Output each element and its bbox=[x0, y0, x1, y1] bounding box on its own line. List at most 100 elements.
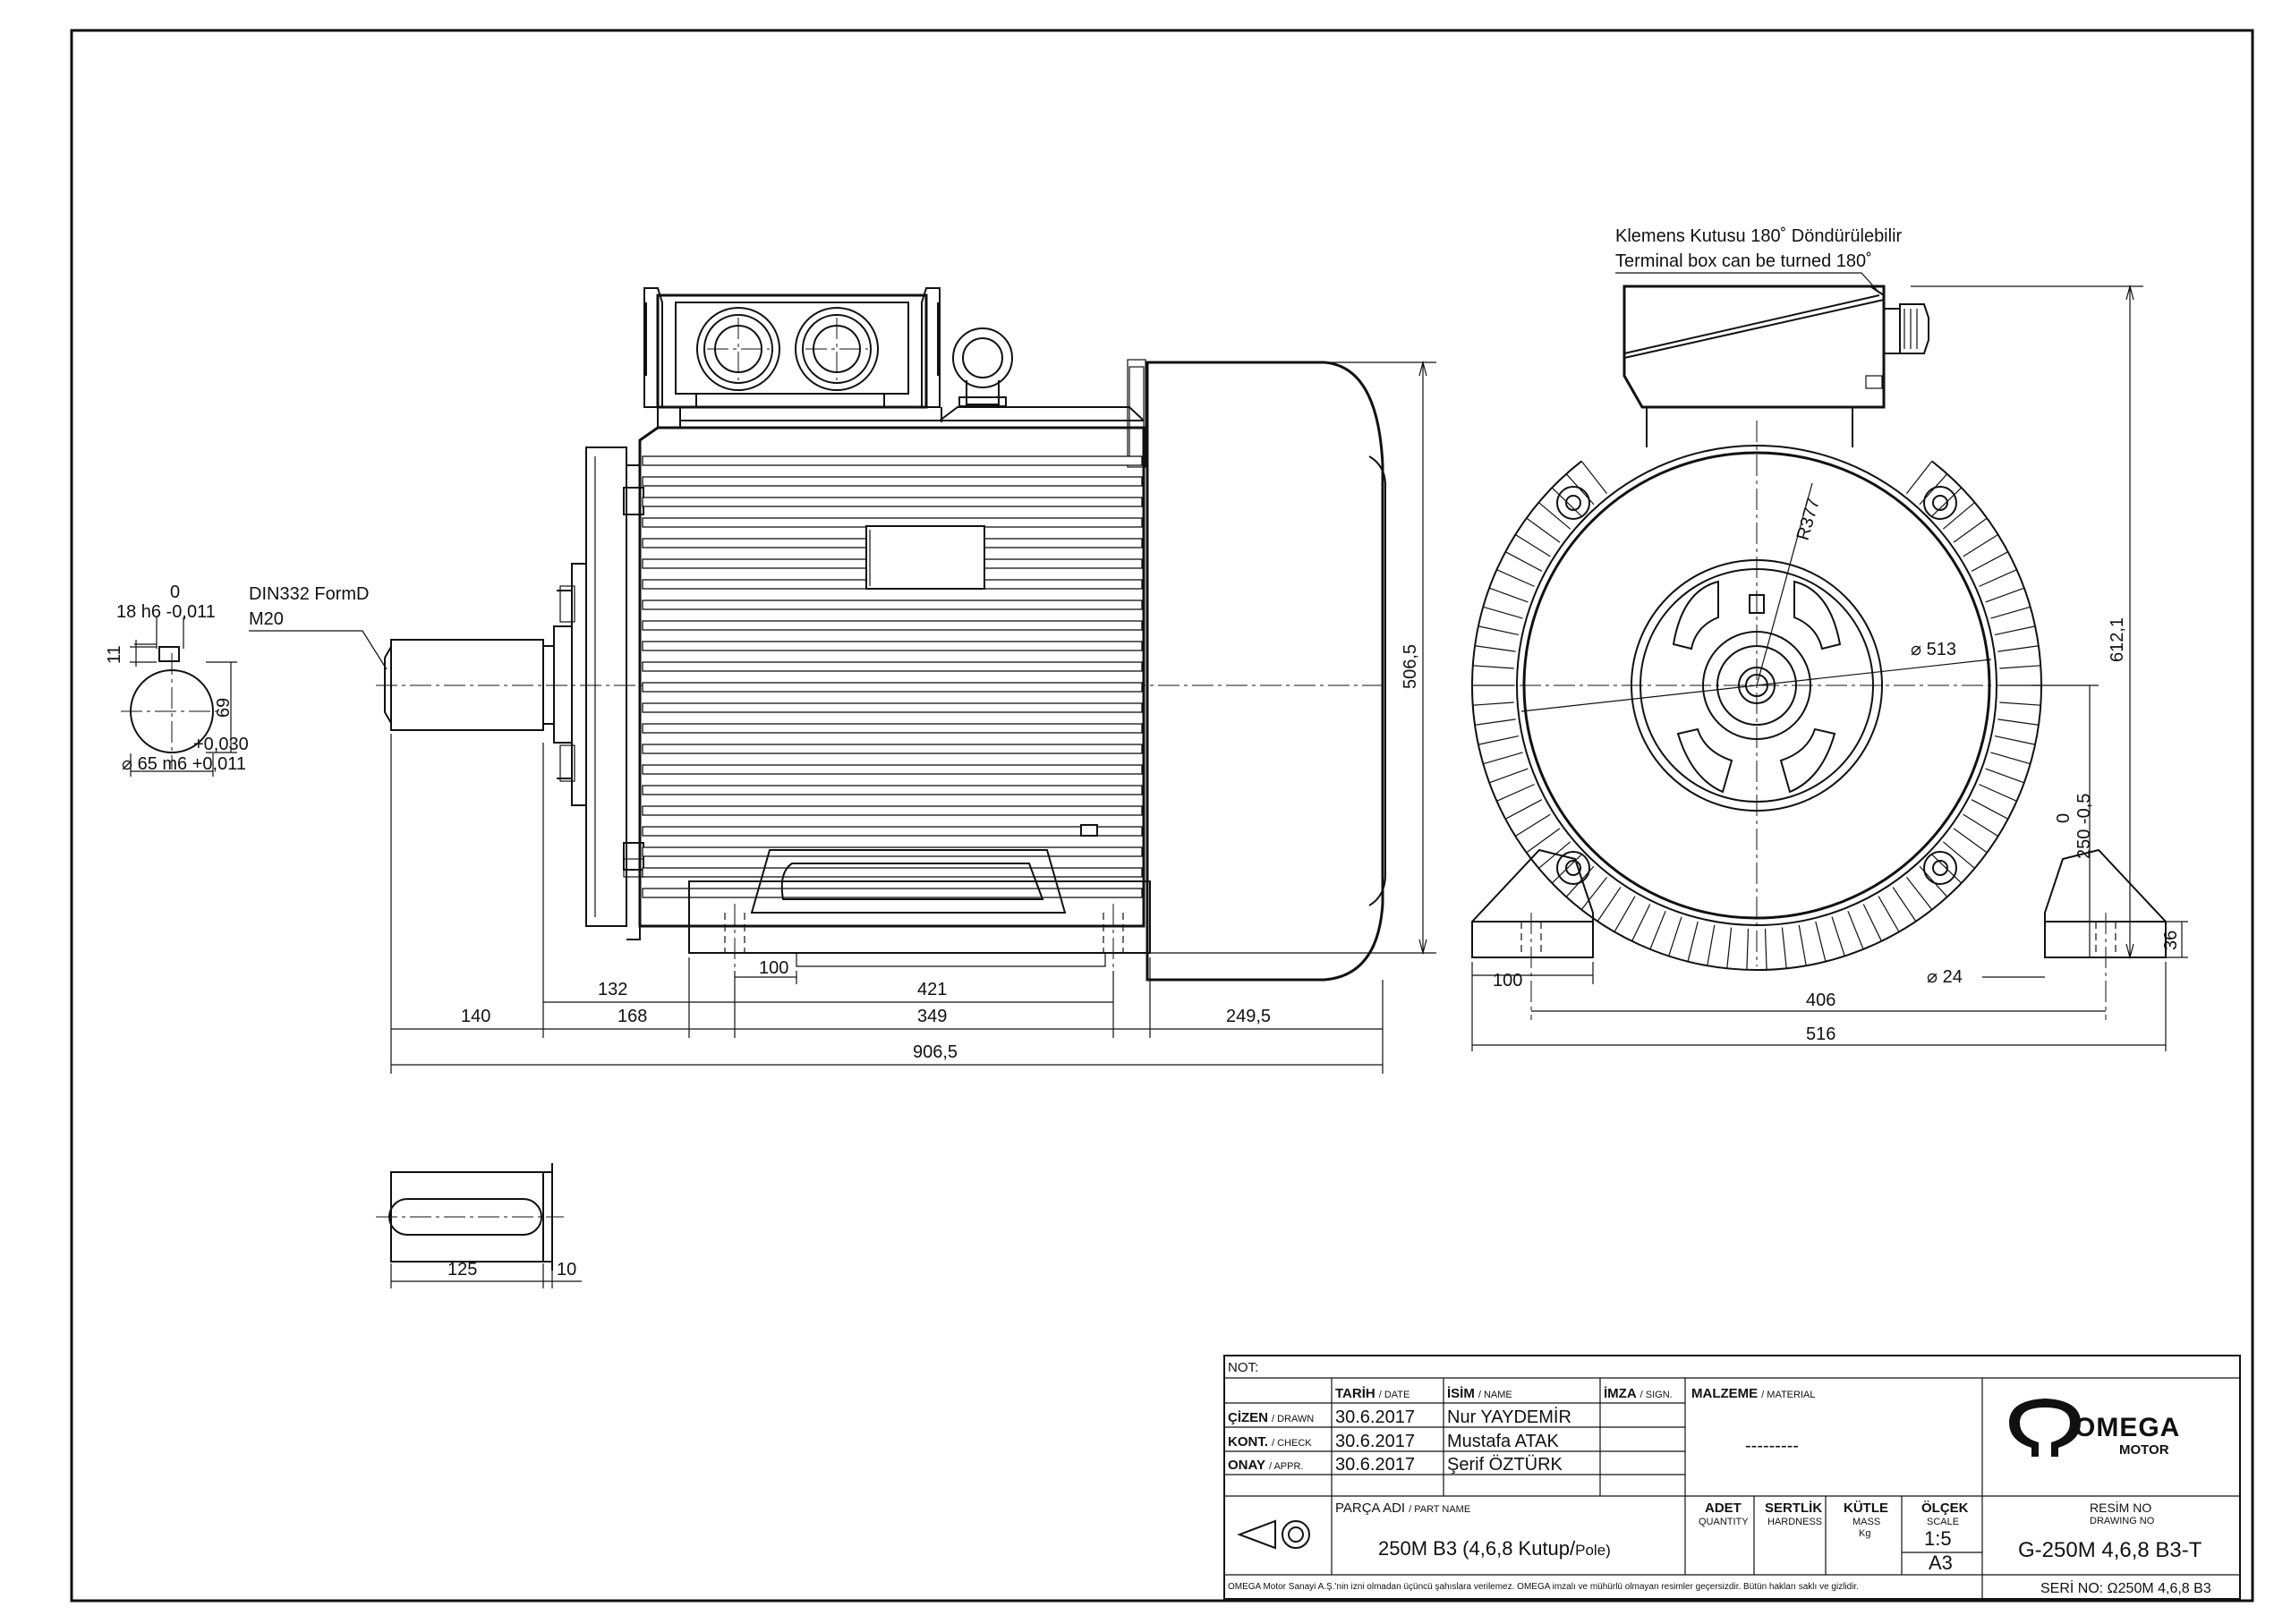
cooling-fins bbox=[642, 455, 1143, 898]
tb-part-name: 250M B3 (4,6,8 Kutup/Pole) bbox=[1378, 1537, 1611, 1560]
fin bbox=[1649, 910, 1666, 950]
tb-name-appr: Şerif ÖZTÜRK bbox=[1447, 1455, 1563, 1475]
svg-text:OMEGA: OMEGA bbox=[2074, 1413, 2180, 1442]
note-terminal-tr: Klemens Kutusu 180˚ Döndürülebilir bbox=[1615, 226, 1903, 246]
fin bbox=[1496, 569, 1535, 587]
fin bbox=[1985, 768, 2025, 784]
dim-key-width: 18 h6 -0,011 bbox=[116, 602, 216, 622]
fin bbox=[1504, 551, 1543, 572]
dim-421: 421 bbox=[917, 980, 947, 999]
dim-132: 132 bbox=[598, 980, 627, 999]
tb-date-check: 30.6.2017 bbox=[1335, 1432, 1415, 1451]
dim-612-1: 612,1 bbox=[2108, 617, 2127, 662]
fin bbox=[642, 867, 1143, 878]
tb-drawing-no: G-250M 4,6,8 B3-T bbox=[2018, 1538, 2202, 1562]
fin bbox=[1475, 645, 1516, 652]
dim-125: 125 bbox=[447, 1260, 477, 1280]
dim-d24: ⌀ 24 bbox=[1927, 967, 1963, 987]
fin bbox=[642, 497, 1143, 507]
tb-not-label: NOT: bbox=[1228, 1360, 1258, 1375]
dim-249-5: 249,5 bbox=[1226, 1007, 1271, 1026]
fin bbox=[1862, 904, 1882, 942]
dim-100-front: 100 bbox=[1493, 971, 1522, 991]
dim-shaft-height: 69 bbox=[214, 698, 234, 718]
fin bbox=[1979, 569, 2017, 587]
title-block: NOT: TARİH/ DATE İSİM/ NAME İMZA/ SIGN. … bbox=[1223, 1355, 2241, 1600]
tb-drawing-no-header: RESİM NO bbox=[2090, 1500, 2151, 1515]
tb-hardness-header-en: HARDNESS bbox=[1767, 1517, 1822, 1527]
dim-axis-tol: 0 bbox=[2054, 813, 2074, 823]
dim-506-5: 506,5 bbox=[1401, 644, 1420, 689]
fin bbox=[1764, 928, 1767, 970]
fin bbox=[1994, 735, 2036, 745]
fin bbox=[642, 764, 1143, 775]
tb-sign-header: İMZA/ SIGN. bbox=[1604, 1386, 1673, 1401]
tb-part-header: PARÇA ADI/ PART NAME bbox=[1335, 1501, 1470, 1516]
fin bbox=[1478, 625, 1520, 636]
fin bbox=[1597, 887, 1622, 922]
side-view bbox=[376, 287, 1386, 982]
projection-symbol-icon bbox=[1237, 1519, 1310, 1550]
tb-footer-note: OMEGA Motor Sanayi A.Ş.'nin izni olmadan… bbox=[1228, 1582, 1859, 1592]
bolt-bosses bbox=[1556, 486, 1957, 885]
dim-140: 140 bbox=[461, 1007, 490, 1026]
tb-scale-header: ÖLÇEK bbox=[1921, 1501, 1969, 1516]
tb-name-drawn: Nur YAYDEMİR bbox=[1447, 1407, 1571, 1427]
fan-cover bbox=[1146, 361, 1384, 982]
fin bbox=[1707, 924, 1716, 966]
side-dimensions: 100 132 421 140 168 349 249,5 906,5 506,… bbox=[249, 360, 1436, 1074]
fin bbox=[642, 620, 1143, 631]
front-fin-ring bbox=[1471, 460, 2042, 971]
terminal-box-front bbox=[1622, 285, 1929, 447]
fin bbox=[1472, 701, 1514, 706]
label-din332: DIN332 FormD bbox=[249, 584, 369, 604]
fin bbox=[1496, 784, 1535, 802]
fin bbox=[1905, 461, 1933, 495]
fin bbox=[1997, 718, 2039, 726]
tb-drawing-no-header-en: DRAWING NO bbox=[2090, 1516, 2155, 1526]
fin bbox=[1781, 927, 1787, 969]
fin bbox=[1979, 784, 2017, 802]
dim-axis-height: 250 -0,5 bbox=[2074, 794, 2094, 859]
fin bbox=[1580, 876, 1608, 910]
fin bbox=[1687, 921, 1699, 962]
fin bbox=[1847, 910, 1864, 950]
fin bbox=[1538, 502, 1571, 530]
fin bbox=[1999, 701, 2041, 706]
sheet-border bbox=[70, 29, 2254, 1603]
fin bbox=[1953, 517, 1988, 543]
fin bbox=[642, 682, 1143, 693]
fin bbox=[1515, 813, 1551, 838]
tb-date-header: TARİH/ DATE bbox=[1335, 1386, 1410, 1401]
fin bbox=[1905, 876, 1933, 910]
note-terminal-en: Terminal box can be turned 180˚ bbox=[1615, 251, 1872, 271]
fin bbox=[1746, 928, 1750, 970]
fin bbox=[642, 846, 1143, 857]
fin bbox=[1815, 921, 1827, 962]
dim-r377: R377 bbox=[1793, 496, 1824, 542]
dim-349: 349 bbox=[917, 1007, 947, 1026]
fin bbox=[1985, 587, 2025, 603]
fin bbox=[1971, 799, 2009, 820]
cable-gland bbox=[795, 307, 879, 391]
cable-gland-front bbox=[1883, 308, 1901, 354]
fin bbox=[642, 826, 1143, 837]
nameplate bbox=[865, 525, 985, 590]
dim-406: 406 bbox=[1806, 991, 1835, 1010]
fin bbox=[1668, 916, 1682, 957]
tb-qty-header-en: QUANTITY bbox=[1699, 1517, 1749, 1527]
tb-scale-header-en: SCALE bbox=[1927, 1517, 1959, 1527]
tb-mass-unit: Kg bbox=[1859, 1528, 1870, 1539]
front-view: Klemens Kutusu 180˚ Döndürülebilir Termi… bbox=[1471, 226, 2188, 1051]
dim-516: 516 bbox=[1806, 1025, 1835, 1044]
fin bbox=[1472, 665, 1514, 669]
fin bbox=[1580, 461, 1608, 495]
fin-ring-outline bbox=[1471, 460, 2042, 971]
dim-d513: ⌀ 513 bbox=[1911, 640, 1956, 659]
tb-scale-value: 1:5 bbox=[1924, 1527, 1952, 1550]
fin bbox=[642, 476, 1143, 487]
tb-material-header: MALZEME/ MATERIAL bbox=[1691, 1386, 1815, 1401]
dim-100-side: 100 bbox=[759, 958, 788, 978]
stator-frame bbox=[638, 426, 1146, 928]
